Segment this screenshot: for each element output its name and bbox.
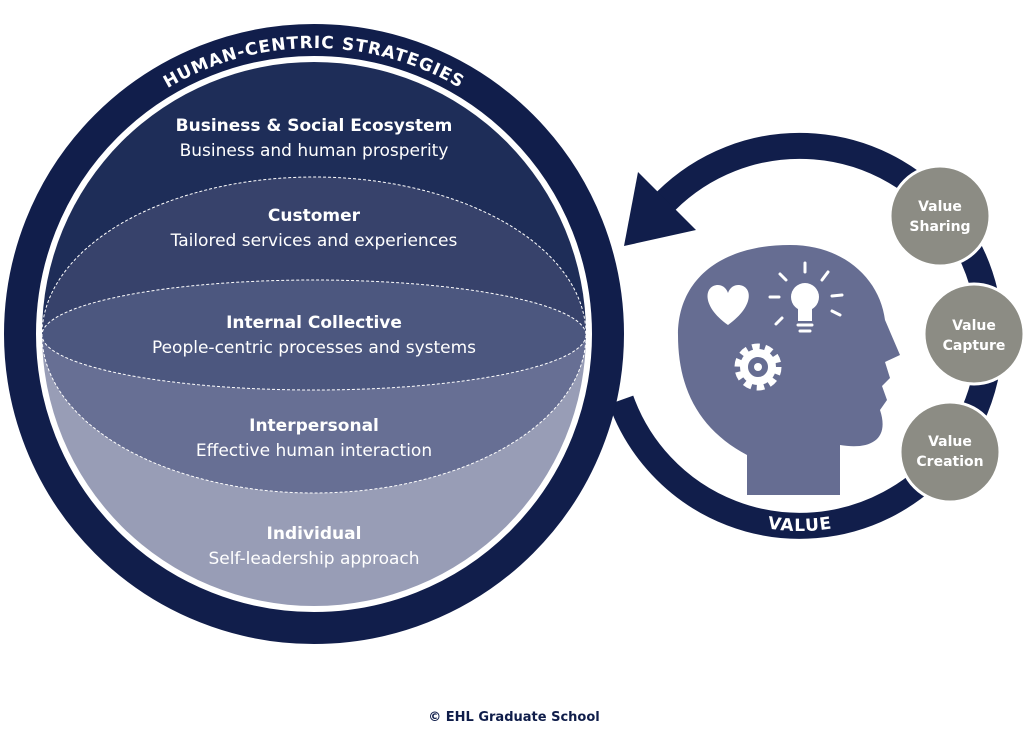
dashed-ellipse-inner <box>42 279 586 391</box>
stage-label: Sharing <box>909 219 970 235</box>
dashed-ellipse-outer <box>42 176 586 494</box>
layer-subtitle: Self-leadership approach <box>208 549 419 569</box>
head-icon <box>678 245 900 495</box>
layer-internal-bg <box>42 280 586 390</box>
gear-icon <box>734 343 782 391</box>
value-label: VALUE <box>767 513 834 536</box>
heart-icon <box>707 285 749 325</box>
lightbulb-icon <box>768 261 844 333</box>
stage-value-sharing: Value Sharing <box>888 164 992 268</box>
layer-subtitle: Tailored services and experiences <box>170 231 458 251</box>
layer-subtitle: Effective human interaction <box>196 441 432 461</box>
layer-subtitle: People-centric processes and systems <box>152 338 476 358</box>
layer-title: Customer <box>268 206 361 226</box>
stage-value-creation: Value Creation <box>898 400 1002 504</box>
stage-value-capture: Value Capture <box>922 282 1026 386</box>
stage-label: Value <box>928 434 972 450</box>
layer-title: Individual <box>267 524 362 544</box>
layer-customer-bg <box>42 177 586 334</box>
layer-title: Interpersonal <box>249 416 379 436</box>
layer-title: Internal Collective <box>226 313 402 333</box>
outer-ring <box>4 24 624 644</box>
layer-title: Business & Social Ecosystem <box>176 116 453 136</box>
stage-label: Value <box>918 199 962 215</box>
stage-label: Capture <box>943 338 1006 354</box>
layer-subtitle: Business and human prosperity <box>180 141 449 161</box>
stage-label: Creation <box>916 454 983 470</box>
layer-labels: Business & Social Ecosystem Business and… <box>152 116 476 569</box>
arrowhead-icon <box>624 172 696 246</box>
stage-label: Value <box>952 318 996 334</box>
copyright: © EHL Graduate School <box>428 710 599 725</box>
